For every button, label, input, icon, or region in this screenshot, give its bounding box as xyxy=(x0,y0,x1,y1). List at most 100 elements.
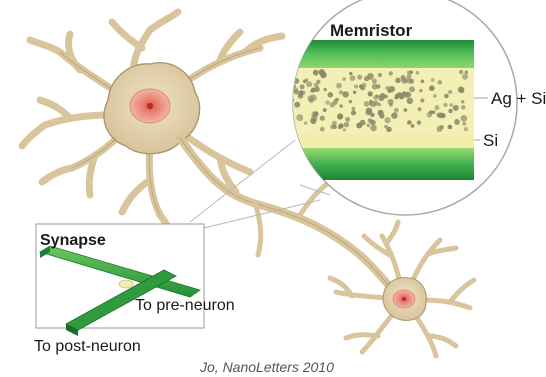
silver-particle xyxy=(395,96,399,100)
silver-particle xyxy=(391,112,397,118)
silver-particle xyxy=(431,78,435,82)
silver-particle xyxy=(462,74,468,80)
silver-particle xyxy=(354,85,358,89)
silver-particle xyxy=(357,75,362,80)
silver-particle xyxy=(379,113,384,118)
silver-particle xyxy=(330,125,334,129)
silver-particle xyxy=(364,101,370,107)
silver-particle xyxy=(385,117,391,123)
silver-particle xyxy=(343,91,349,97)
silver-particle xyxy=(407,121,411,125)
silver-particle xyxy=(303,80,307,84)
silver-particle xyxy=(389,71,393,75)
silver-particle xyxy=(342,77,346,81)
silver-particle xyxy=(418,107,422,111)
silver-particle xyxy=(300,84,305,89)
silver-particle xyxy=(351,110,356,115)
citation: Jo, NanoLetters 2010 xyxy=(200,359,334,375)
silver-particle xyxy=(349,100,352,103)
silver-particle xyxy=(439,125,444,130)
ag-si-label: Ag + Si xyxy=(491,89,546,109)
silver-particle xyxy=(337,113,343,119)
silver-particle xyxy=(345,117,350,122)
silver-particle xyxy=(427,112,433,118)
silver-particle xyxy=(370,125,376,131)
silver-particle xyxy=(339,104,343,108)
silver-particle xyxy=(453,105,459,111)
silver-particle xyxy=(459,70,463,74)
silver-particle xyxy=(360,85,365,90)
silver-particle xyxy=(461,115,468,122)
silver-particle xyxy=(417,120,421,124)
silver-particle xyxy=(389,86,395,92)
silver-particle xyxy=(324,88,327,91)
silver-particle xyxy=(307,95,313,101)
silver-particle xyxy=(420,99,424,103)
silver-particle xyxy=(325,100,329,104)
silver-particle xyxy=(409,86,415,92)
silver-particle xyxy=(444,94,449,99)
memristor-title: Memristor xyxy=(330,21,412,41)
silver-particle xyxy=(464,127,468,131)
silver-particle xyxy=(443,103,447,107)
silver-particle xyxy=(320,127,325,132)
silver-particle xyxy=(349,72,352,75)
silver-particle xyxy=(449,103,453,107)
silver-particle xyxy=(320,116,325,121)
silver-particle xyxy=(409,70,413,74)
silver-particle xyxy=(448,109,452,113)
silver-particle xyxy=(299,90,303,94)
silver-particle xyxy=(313,70,319,76)
silver-particle xyxy=(434,105,439,110)
silver-particle xyxy=(458,86,464,92)
silver-particle xyxy=(388,99,394,105)
silver-particle xyxy=(343,128,346,131)
silver-particle xyxy=(448,125,453,130)
silver-particle xyxy=(353,91,356,94)
silver-particle xyxy=(290,126,295,131)
silver-particle xyxy=(461,105,465,109)
silver-particle xyxy=(419,89,422,92)
silver-particle xyxy=(290,98,295,103)
silver-particle xyxy=(368,91,373,96)
silver-particle xyxy=(369,102,372,105)
silver-particle xyxy=(352,107,356,111)
silver-particle xyxy=(372,84,378,90)
synapse-title: Synapse xyxy=(40,232,106,250)
silver-particle xyxy=(373,100,379,106)
silver-particle xyxy=(454,119,460,125)
silver-particle xyxy=(404,108,408,112)
silver-particle xyxy=(438,80,442,84)
pre-neuron-label: To pre-neuron xyxy=(135,297,235,315)
silver-particle xyxy=(416,71,420,75)
silver-particle xyxy=(461,100,464,103)
silver-particle xyxy=(316,80,320,84)
silver-particle xyxy=(438,113,444,119)
silver-particle xyxy=(373,95,378,100)
silver-particle xyxy=(462,122,466,126)
bottom-electrode xyxy=(288,148,474,180)
silver-particle xyxy=(465,71,469,75)
top-electrode xyxy=(288,40,474,68)
silver-particle xyxy=(310,118,316,124)
silver-particle xyxy=(350,75,356,81)
silver-particle xyxy=(328,92,334,98)
ag-si-layer xyxy=(288,68,474,134)
silver-particle xyxy=(394,108,399,113)
silver-particle xyxy=(336,83,342,89)
silver-particle xyxy=(334,98,337,101)
silver-particle xyxy=(365,110,371,116)
silver-particle xyxy=(401,77,407,83)
silver-particle xyxy=(319,69,325,75)
synapse-junction xyxy=(119,280,133,288)
silver-particle xyxy=(360,120,366,126)
silver-particle xyxy=(448,90,452,94)
silver-particle xyxy=(370,120,375,125)
silver-particle xyxy=(429,85,435,91)
silver-particle xyxy=(367,124,371,128)
silver-particle xyxy=(372,79,377,84)
post-neuron-label: To post-neuron xyxy=(34,338,141,356)
neuron-lower xyxy=(330,222,474,356)
silver-particle xyxy=(330,102,335,107)
si-layer xyxy=(288,134,474,148)
